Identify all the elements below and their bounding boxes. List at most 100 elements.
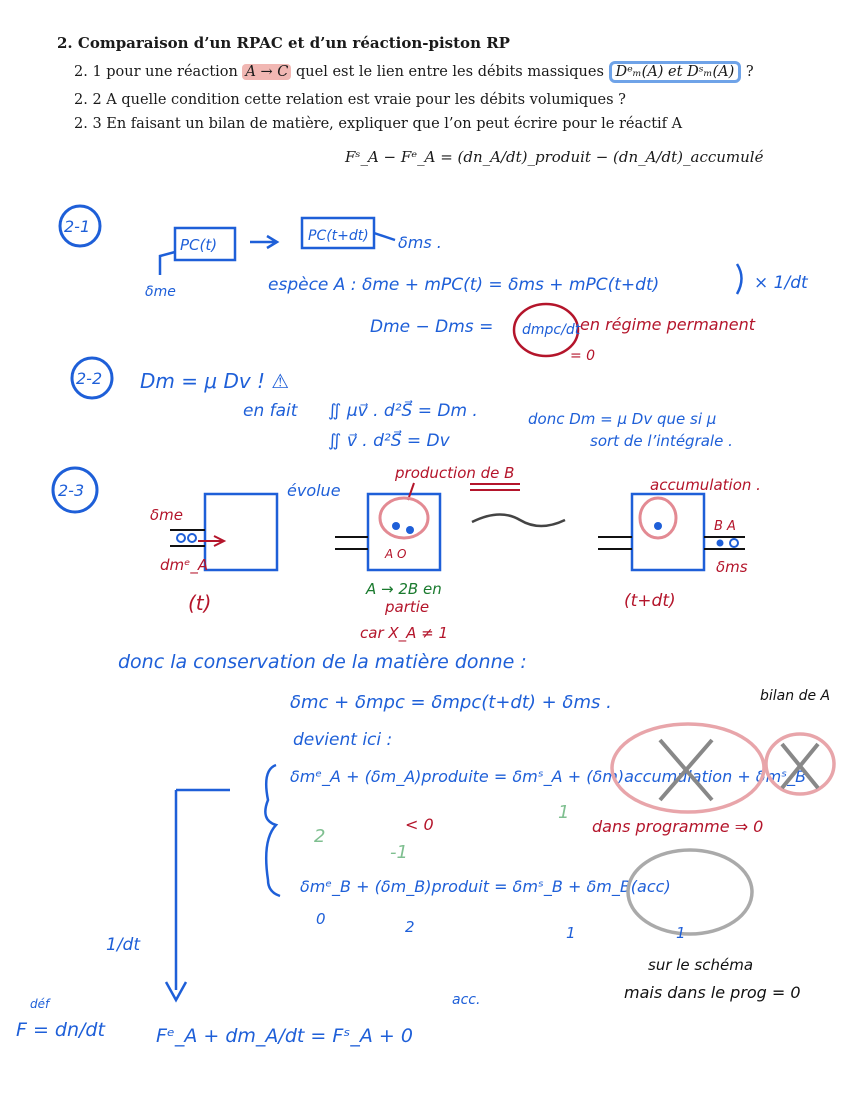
donc-line2: sort de l’intégrale . xyxy=(590,432,733,450)
cross-smb xyxy=(780,742,820,790)
regime-text: en régime permanent xyxy=(580,315,756,334)
box-pc-t xyxy=(173,226,237,262)
mol-b3 xyxy=(654,522,662,530)
car-label: car X_A ≠ 1 xyxy=(360,624,448,643)
dm-balance: Dme − Dms = xyxy=(370,317,493,337)
flows-highlight: Dᵉₘ(A) et Dˢₘ(A) xyxy=(608,61,742,83)
label-circle-2-1 xyxy=(58,204,102,248)
question-2-3: 2. 3 En faisant un bilan de matière, exp… xyxy=(74,116,683,132)
green-2: 2 xyxy=(314,826,325,847)
tdt-label: (t+dt) xyxy=(624,591,676,611)
label-2-2: 2-2 xyxy=(76,369,102,388)
sme2-label: δme xyxy=(150,506,183,524)
b-circle-mid xyxy=(378,496,430,540)
balance-equation: Fˢ_A − Fᵉ_A = (dn_A/dt)_produit − (dn_A/… xyxy=(345,148,764,166)
cross-accumulation xyxy=(658,738,714,802)
dans-programme: dans programme ⇒ 0 xyxy=(592,817,763,836)
dm-mu-dv: Dm = μ Dv ! ⚠ xyxy=(140,369,289,393)
inlet-pipe-t xyxy=(170,529,205,547)
accumulation-circle xyxy=(610,722,766,814)
production-underline xyxy=(470,483,520,491)
zero-a: = 0 xyxy=(570,348,595,364)
sms-line xyxy=(373,231,396,242)
a-o-label: A O xyxy=(384,547,406,561)
green-minus1: -1 xyxy=(390,842,408,863)
integral-dv: ∬ v⃗ . d²S⃗ = Dv xyxy=(328,429,451,451)
question-2-2: 2. 2 A quelle condition cette relation e… xyxy=(74,92,626,108)
ba-label: B A xyxy=(714,519,736,534)
reaction-highlight: A → C xyxy=(242,64,292,80)
espece-line: espèce A : δme + mPC(t) = δms + mPC(t+dt… xyxy=(268,275,659,295)
arrow-pc xyxy=(250,234,280,250)
green-1: 1 xyxy=(558,802,569,823)
evolution-arrow xyxy=(471,513,566,528)
question-2-1: 2. 1 pour une réaction A → C quel est le… xyxy=(74,61,754,83)
a2b-label: A → 2B en xyxy=(365,580,442,598)
q1-prefix: 2. 1 pour une réaction xyxy=(74,64,243,80)
b-circle-tdt xyxy=(638,496,678,540)
inlet-pipe-tdt xyxy=(598,536,632,550)
sme-label: δme xyxy=(145,284,176,300)
label-2-3: 2-3 xyxy=(58,481,84,500)
dmpc-term: dmpc/dt xyxy=(522,322,581,338)
mass-balance-line: δmc + δmpc = δmpc(t+dt) + δms . xyxy=(290,692,612,713)
accumulation-label: accumulation . xyxy=(650,476,761,494)
smb-circle xyxy=(764,732,836,796)
system-brace xyxy=(264,763,281,898)
acc-label: acc. xyxy=(452,992,480,1008)
eq-a: δmᵉ_A + (δm_A)produite = δmˢ_A + (δm)acc… xyxy=(290,767,806,787)
reactor-box-mid xyxy=(366,492,442,572)
outlet-pipe-tdt xyxy=(704,536,745,550)
schema-line1: sur le schéma xyxy=(648,956,753,974)
en-fait: en fait xyxy=(243,401,299,421)
down-arrow xyxy=(164,790,188,1003)
two-b: 2 xyxy=(405,918,415,936)
pc-tdt-label: PC(t+dt) xyxy=(308,228,369,244)
partie-label: partie xyxy=(384,598,429,616)
reactor-box-t xyxy=(203,492,279,572)
times-1-dt: × 1/dt xyxy=(754,273,809,293)
evolue-label: évolue xyxy=(287,481,341,500)
inlet-pipe-mid xyxy=(335,536,368,550)
conservation-line: donc la conservation de la matière donne… xyxy=(118,651,527,673)
donc-line1: donc Dm = μ Dv que si μ xyxy=(528,410,716,428)
t-label: (t) xyxy=(188,591,211,615)
bilan-label: bilan de A xyxy=(760,688,830,704)
mol-b1 xyxy=(392,522,400,530)
f-definition: F = dn/dt xyxy=(16,1019,106,1041)
mol-o2 xyxy=(187,533,197,543)
acc-b-circle xyxy=(626,848,754,936)
lt0-label: < 0 xyxy=(405,815,434,834)
def-label: déf xyxy=(30,997,51,1011)
pc-t-label: PC(t) xyxy=(180,236,217,254)
sms2-label: δms xyxy=(716,558,748,576)
brace-right xyxy=(735,263,743,295)
label-2-1: 2-1 xyxy=(64,217,90,236)
reactor-box-tdt xyxy=(630,492,706,572)
schema-line2: mais dans le prog = 0 xyxy=(624,983,801,1002)
section-heading: 2. Comparaison d’un RPAC et d’un réactio… xyxy=(57,34,510,52)
devient-label: devient ici : xyxy=(293,730,392,750)
production-label: production de B xyxy=(394,464,514,482)
final-equation: Fᵉ_A + dm_A/dt = Fˢ_A + 0 xyxy=(156,1025,413,1047)
label-circle-2-2 xyxy=(70,356,114,400)
sms-label: δms . xyxy=(398,233,442,252)
one-acc: 1 xyxy=(676,924,686,942)
mol-b4 xyxy=(716,539,724,547)
dma-e-label: dmᵉ_A xyxy=(160,556,208,575)
mol-a4 xyxy=(729,538,739,548)
eq-b: δmᵉ_B + (δm_B)produit = δmˢ_B + δm_B(acc… xyxy=(300,877,671,897)
integral-dm: ∬ μv⃗ . d²S⃗ = Dm . xyxy=(328,399,478,421)
mol-b2 xyxy=(406,526,414,534)
mol-o1 xyxy=(176,533,186,543)
label-circle-2-3 xyxy=(51,466,99,514)
one-b: 1 xyxy=(566,924,576,942)
sme-line xyxy=(158,250,176,275)
dmpc-circle xyxy=(512,302,580,358)
zero-b: 0 xyxy=(316,910,326,928)
inlet-arrow xyxy=(198,535,227,547)
q1-suffix: ? xyxy=(741,64,754,80)
q1-middle: quel est le lien entre les débits massiq… xyxy=(291,64,609,80)
